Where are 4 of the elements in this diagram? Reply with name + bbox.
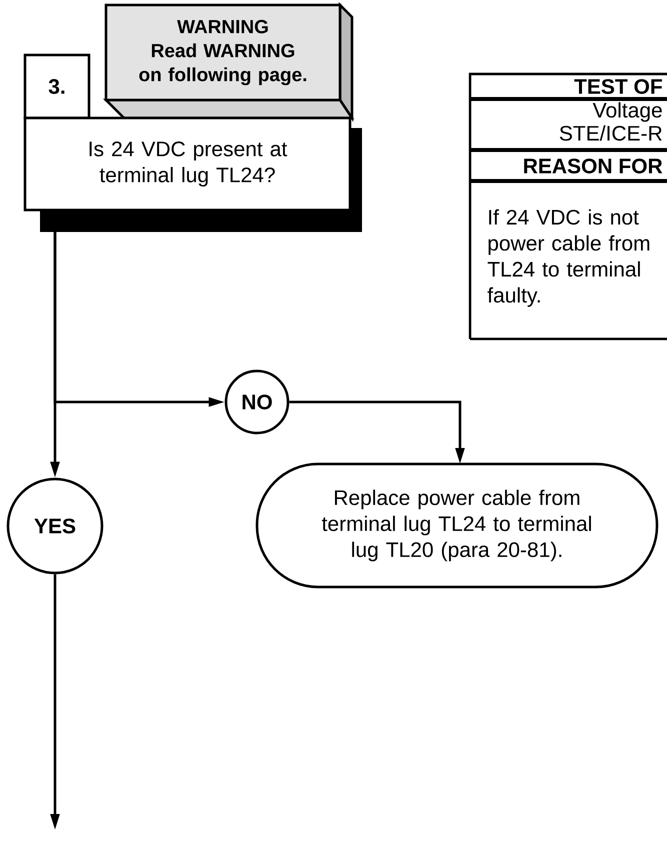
action-terminal: Replace power cable from terminal lug TL24 to terminal lug TL20 (para 20-81). [256,462,658,588]
step-number-box: 3. [24,54,90,120]
reference-table: TEST OF Voltage STE/ICE-R REASON FOR If 24 VDC is not power cable from TL24 to terminal faulty. [468,72,667,340]
decision-box: Is 24 VDC present at terminal lug TL24? [24,116,362,232]
